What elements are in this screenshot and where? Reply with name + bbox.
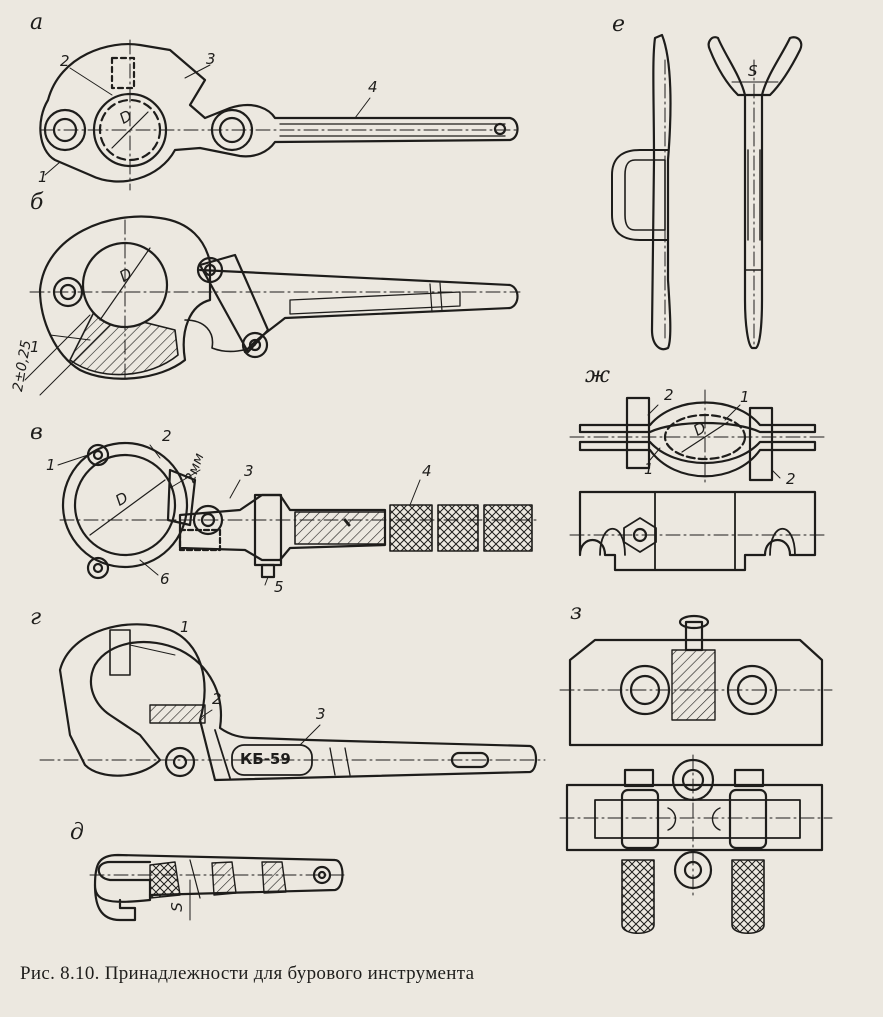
clamp-z [559,614,833,935]
callout-v-1: 1 [46,456,56,474]
callout-d-S: S [167,902,186,912]
wrench-stamp-kb59: КБ-59 [240,750,291,768]
callout-b-1: 1 [30,338,40,356]
callout-e-S: S [748,62,758,80]
key-d [89,853,346,922]
panel-label-e: е [612,12,626,37]
callout-g-1: 1 [180,618,190,636]
wrench-g [39,623,546,782]
callout-zh-2b: 2 [786,470,796,488]
panel-label-a: а [30,10,44,35]
panel-label-g: г [30,605,42,630]
panel-label-d: д [70,820,84,845]
callout-a-3: 3 [206,50,216,68]
panel-label-v: в [30,420,43,445]
panel-label-zh: ж [585,363,611,388]
callout-zh-2a: 2 [664,386,674,404]
callout-g-2: 2 [212,690,222,708]
callout-v-5: 5 [274,578,284,596]
panel-label-b: б [30,190,44,215]
callout-zh-1b: 1 [644,460,654,478]
wrench-a [39,39,521,191]
callout-v-6: 6 [160,570,170,588]
panel-label-z: з [570,600,582,625]
figure-caption: Рис. 8.10. Принадлежности для бурового и… [20,963,475,984]
wrench-v [57,441,541,586]
callout-v-3: 3 [244,462,254,480]
fork-e [611,33,803,351]
callout-a-2: 2 [60,52,70,70]
clamp-zh [569,389,826,572]
callout-g-3: 3 [316,705,326,723]
callout-a-1: 1 [38,168,48,186]
callout-zh-1a: 1 [740,388,750,406]
callout-v-4: 4 [422,462,432,480]
wrench-b [24,215,521,396]
callout-v-2: 2 [162,427,172,445]
callout-a-4: 4 [368,78,378,96]
